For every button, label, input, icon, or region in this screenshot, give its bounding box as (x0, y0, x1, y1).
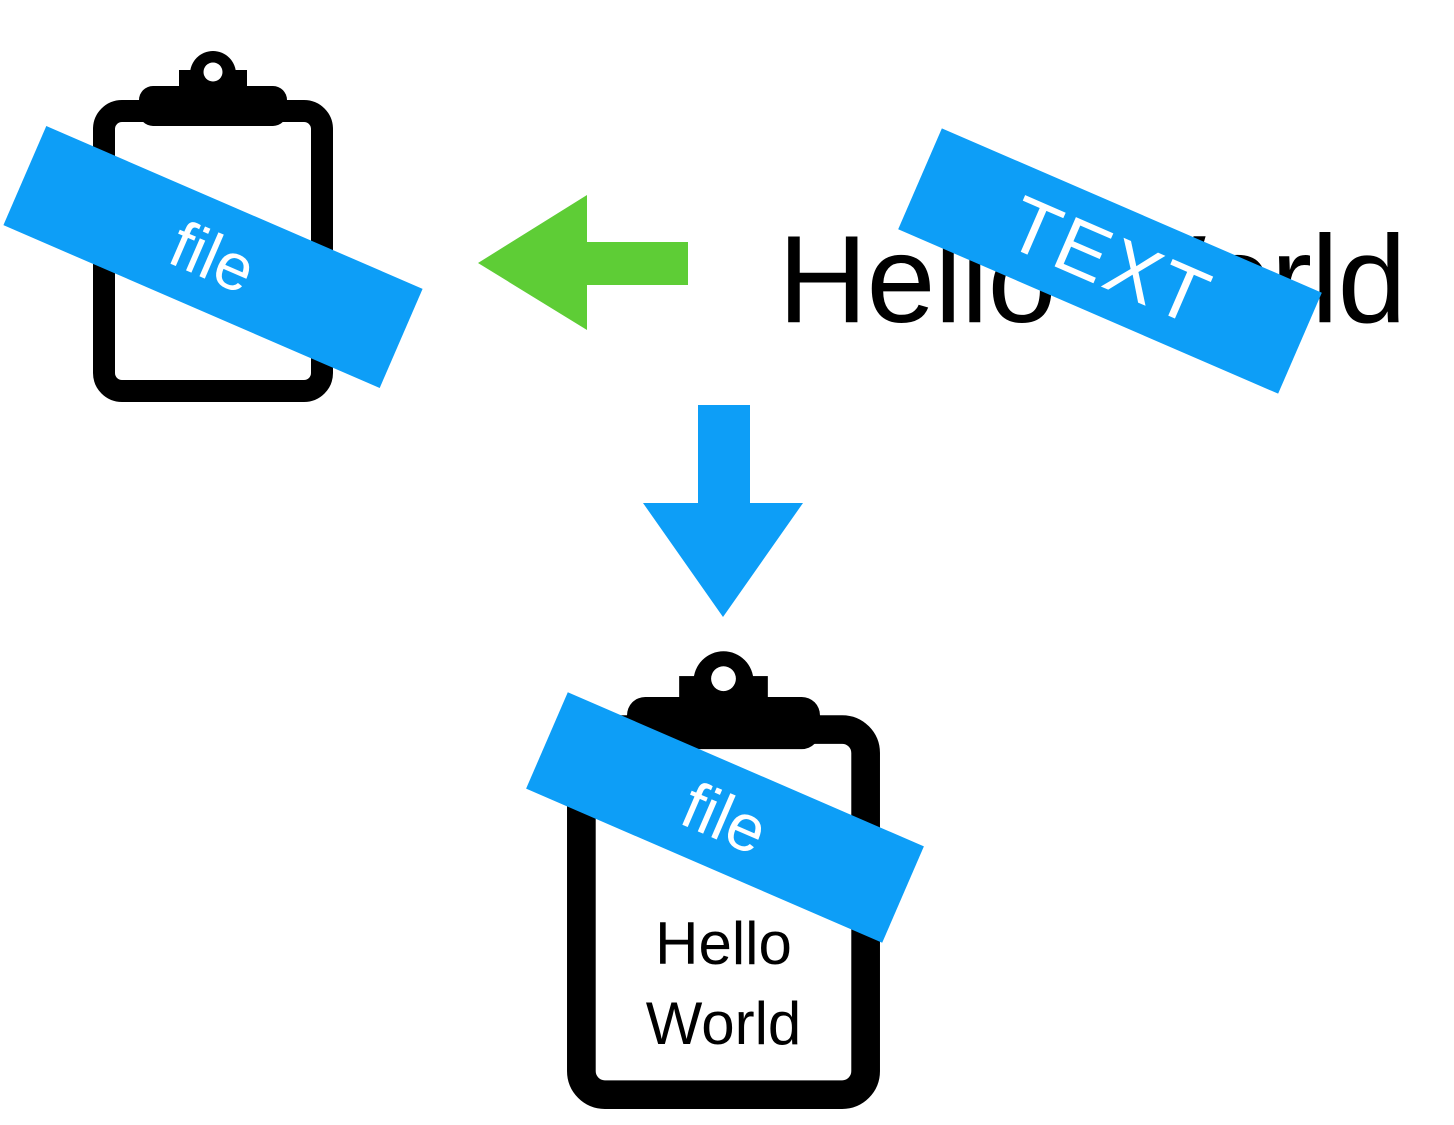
down-arrow-icon (643, 405, 803, 617)
file-banner-bottom-label: file (671, 766, 779, 869)
file-content-line: World (645, 990, 802, 1057)
file-banner-top-label: file (159, 206, 267, 308)
file-content: Hello World (567, 904, 880, 1064)
left-arrow-icon (478, 195, 688, 330)
file-content-line: Hello (655, 910, 792, 977)
